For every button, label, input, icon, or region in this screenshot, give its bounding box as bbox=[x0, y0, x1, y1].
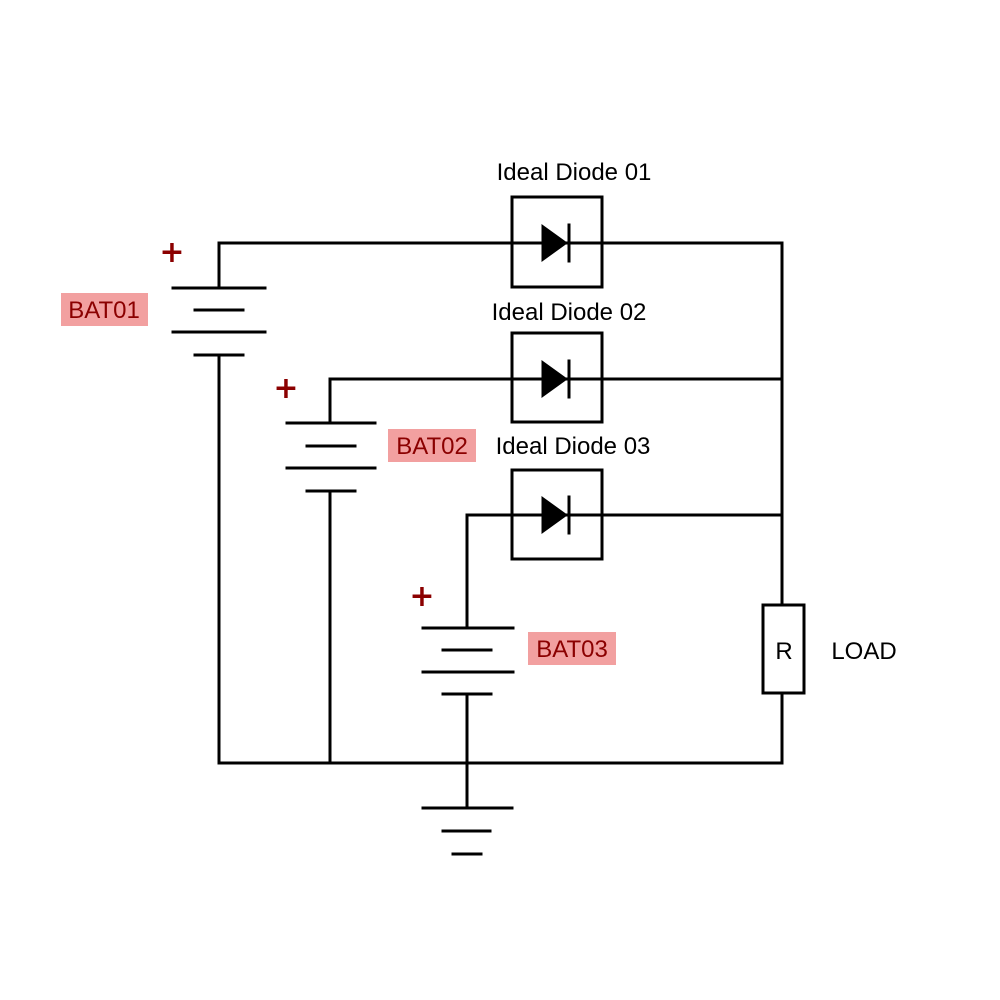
diode-01-label: Ideal Diode 01 bbox=[497, 159, 652, 186]
wire-bat03-positive bbox=[465, 513, 514, 630]
bat01-plus-icon: + bbox=[159, 235, 184, 270]
battery-bat02 bbox=[285, 421, 377, 493]
battery-bat03 bbox=[421, 626, 515, 696]
ideal-diode-02 bbox=[510, 331, 604, 424]
bat02-plus-icon: + bbox=[273, 371, 298, 406]
diode-02-label: Ideal Diode 02 bbox=[492, 299, 647, 326]
bat02-badge: BAT02 bbox=[388, 429, 476, 462]
ideal-diode-01 bbox=[510, 195, 604, 289]
ideal-diode-03 bbox=[510, 468, 604, 561]
wires bbox=[217, 241, 784, 810]
ground-icon bbox=[421, 806, 514, 856]
bat01-label: BAT01 bbox=[68, 297, 140, 324]
load-label: LOAD bbox=[831, 638, 896, 665]
badge-background bbox=[388, 429, 476, 462]
bat03-label: BAT03 bbox=[536, 636, 608, 663]
resistor-symbol: R bbox=[775, 638, 792, 665]
bat03-badge: BAT03 bbox=[528, 632, 616, 665]
diode-symbol-icon bbox=[541, 224, 568, 262]
diode-03-label: Ideal Diode 03 bbox=[496, 433, 651, 460]
wire-bat02-positive bbox=[328, 377, 514, 422]
resistor-box bbox=[761, 603, 806, 695]
bat03-plus-icon: + bbox=[409, 579, 434, 614]
bat01-badge: BAT01 bbox=[61, 293, 148, 326]
bat02-label: BAT02 bbox=[396, 433, 468, 460]
badge-background bbox=[61, 293, 148, 326]
diode-symbol-icon bbox=[541, 496, 568, 534]
battery-bat01 bbox=[171, 286, 267, 357]
wire-bat01-positive bbox=[217, 241, 514, 290]
diode-symbol-icon bbox=[541, 360, 568, 398]
load-resistor: R bbox=[761, 603, 806, 695]
badge-background bbox=[528, 632, 616, 665]
